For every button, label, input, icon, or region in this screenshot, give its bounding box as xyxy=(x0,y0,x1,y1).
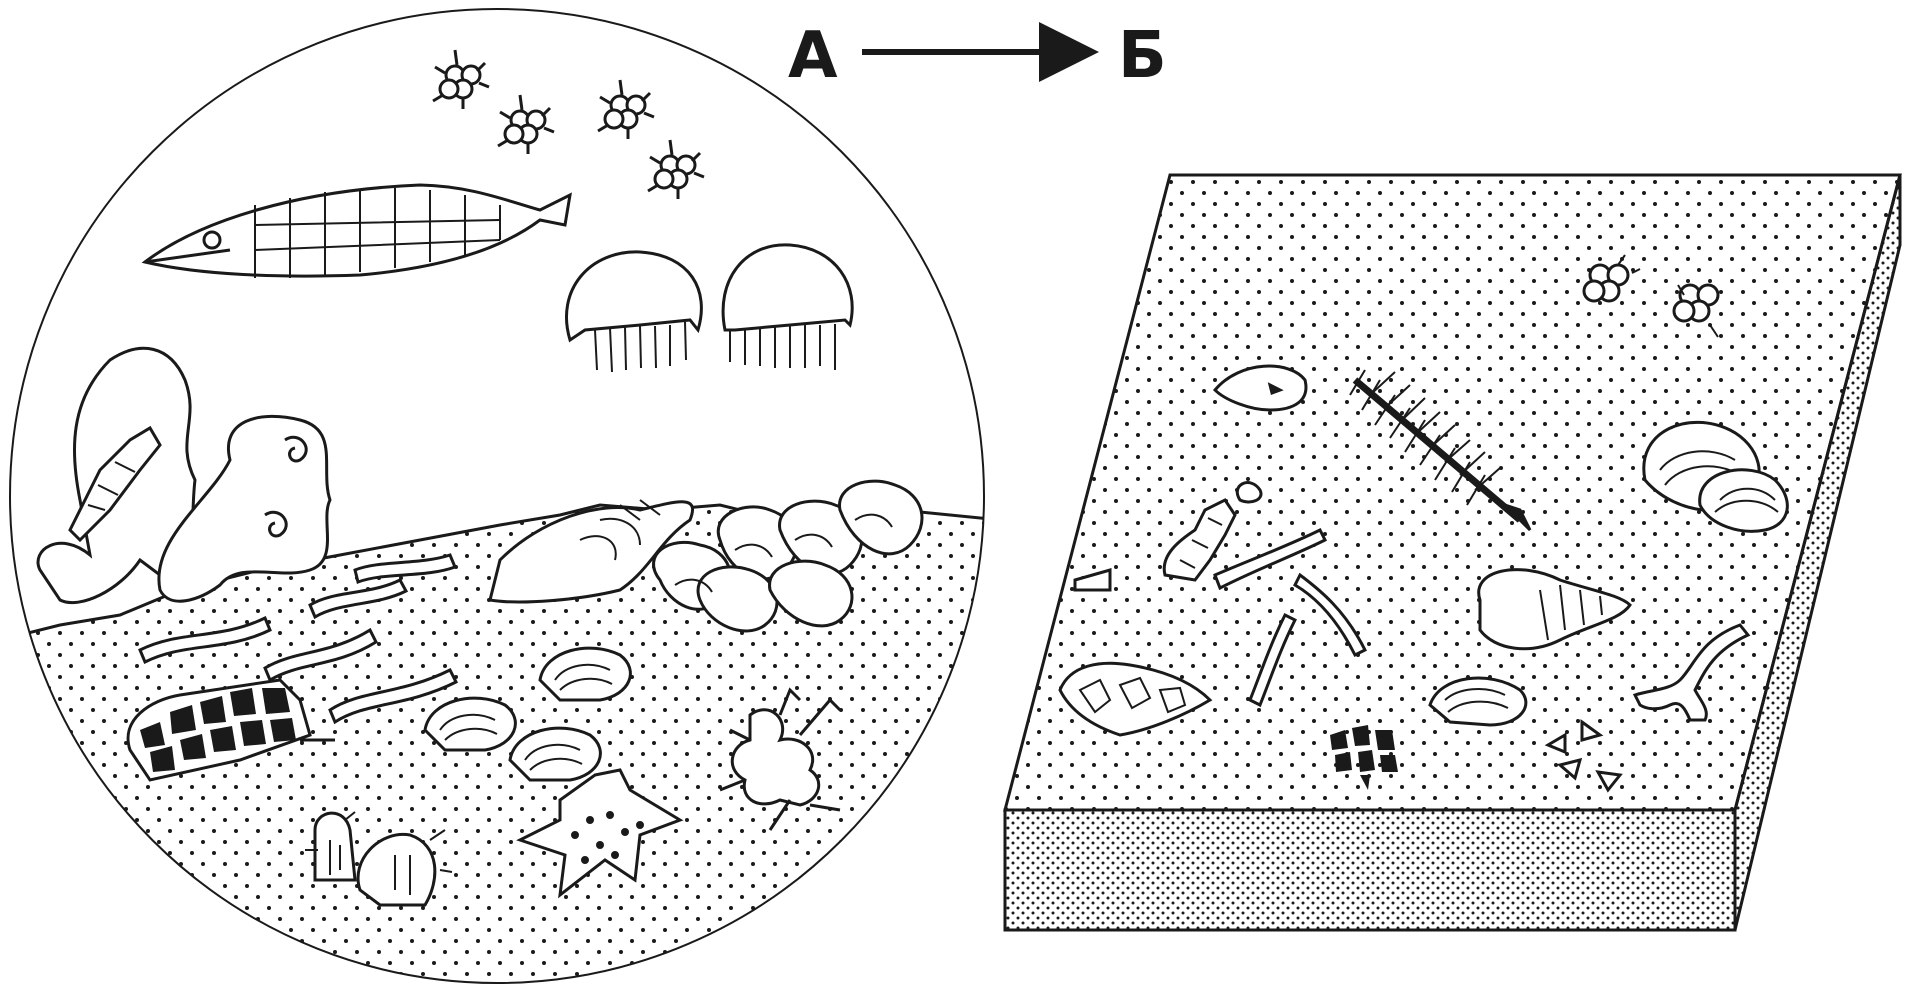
rock-slab xyxy=(1005,175,1900,930)
sea-scene xyxy=(0,9,1000,985)
label-b: Б xyxy=(1118,24,1167,88)
label-a: А xyxy=(788,24,838,88)
